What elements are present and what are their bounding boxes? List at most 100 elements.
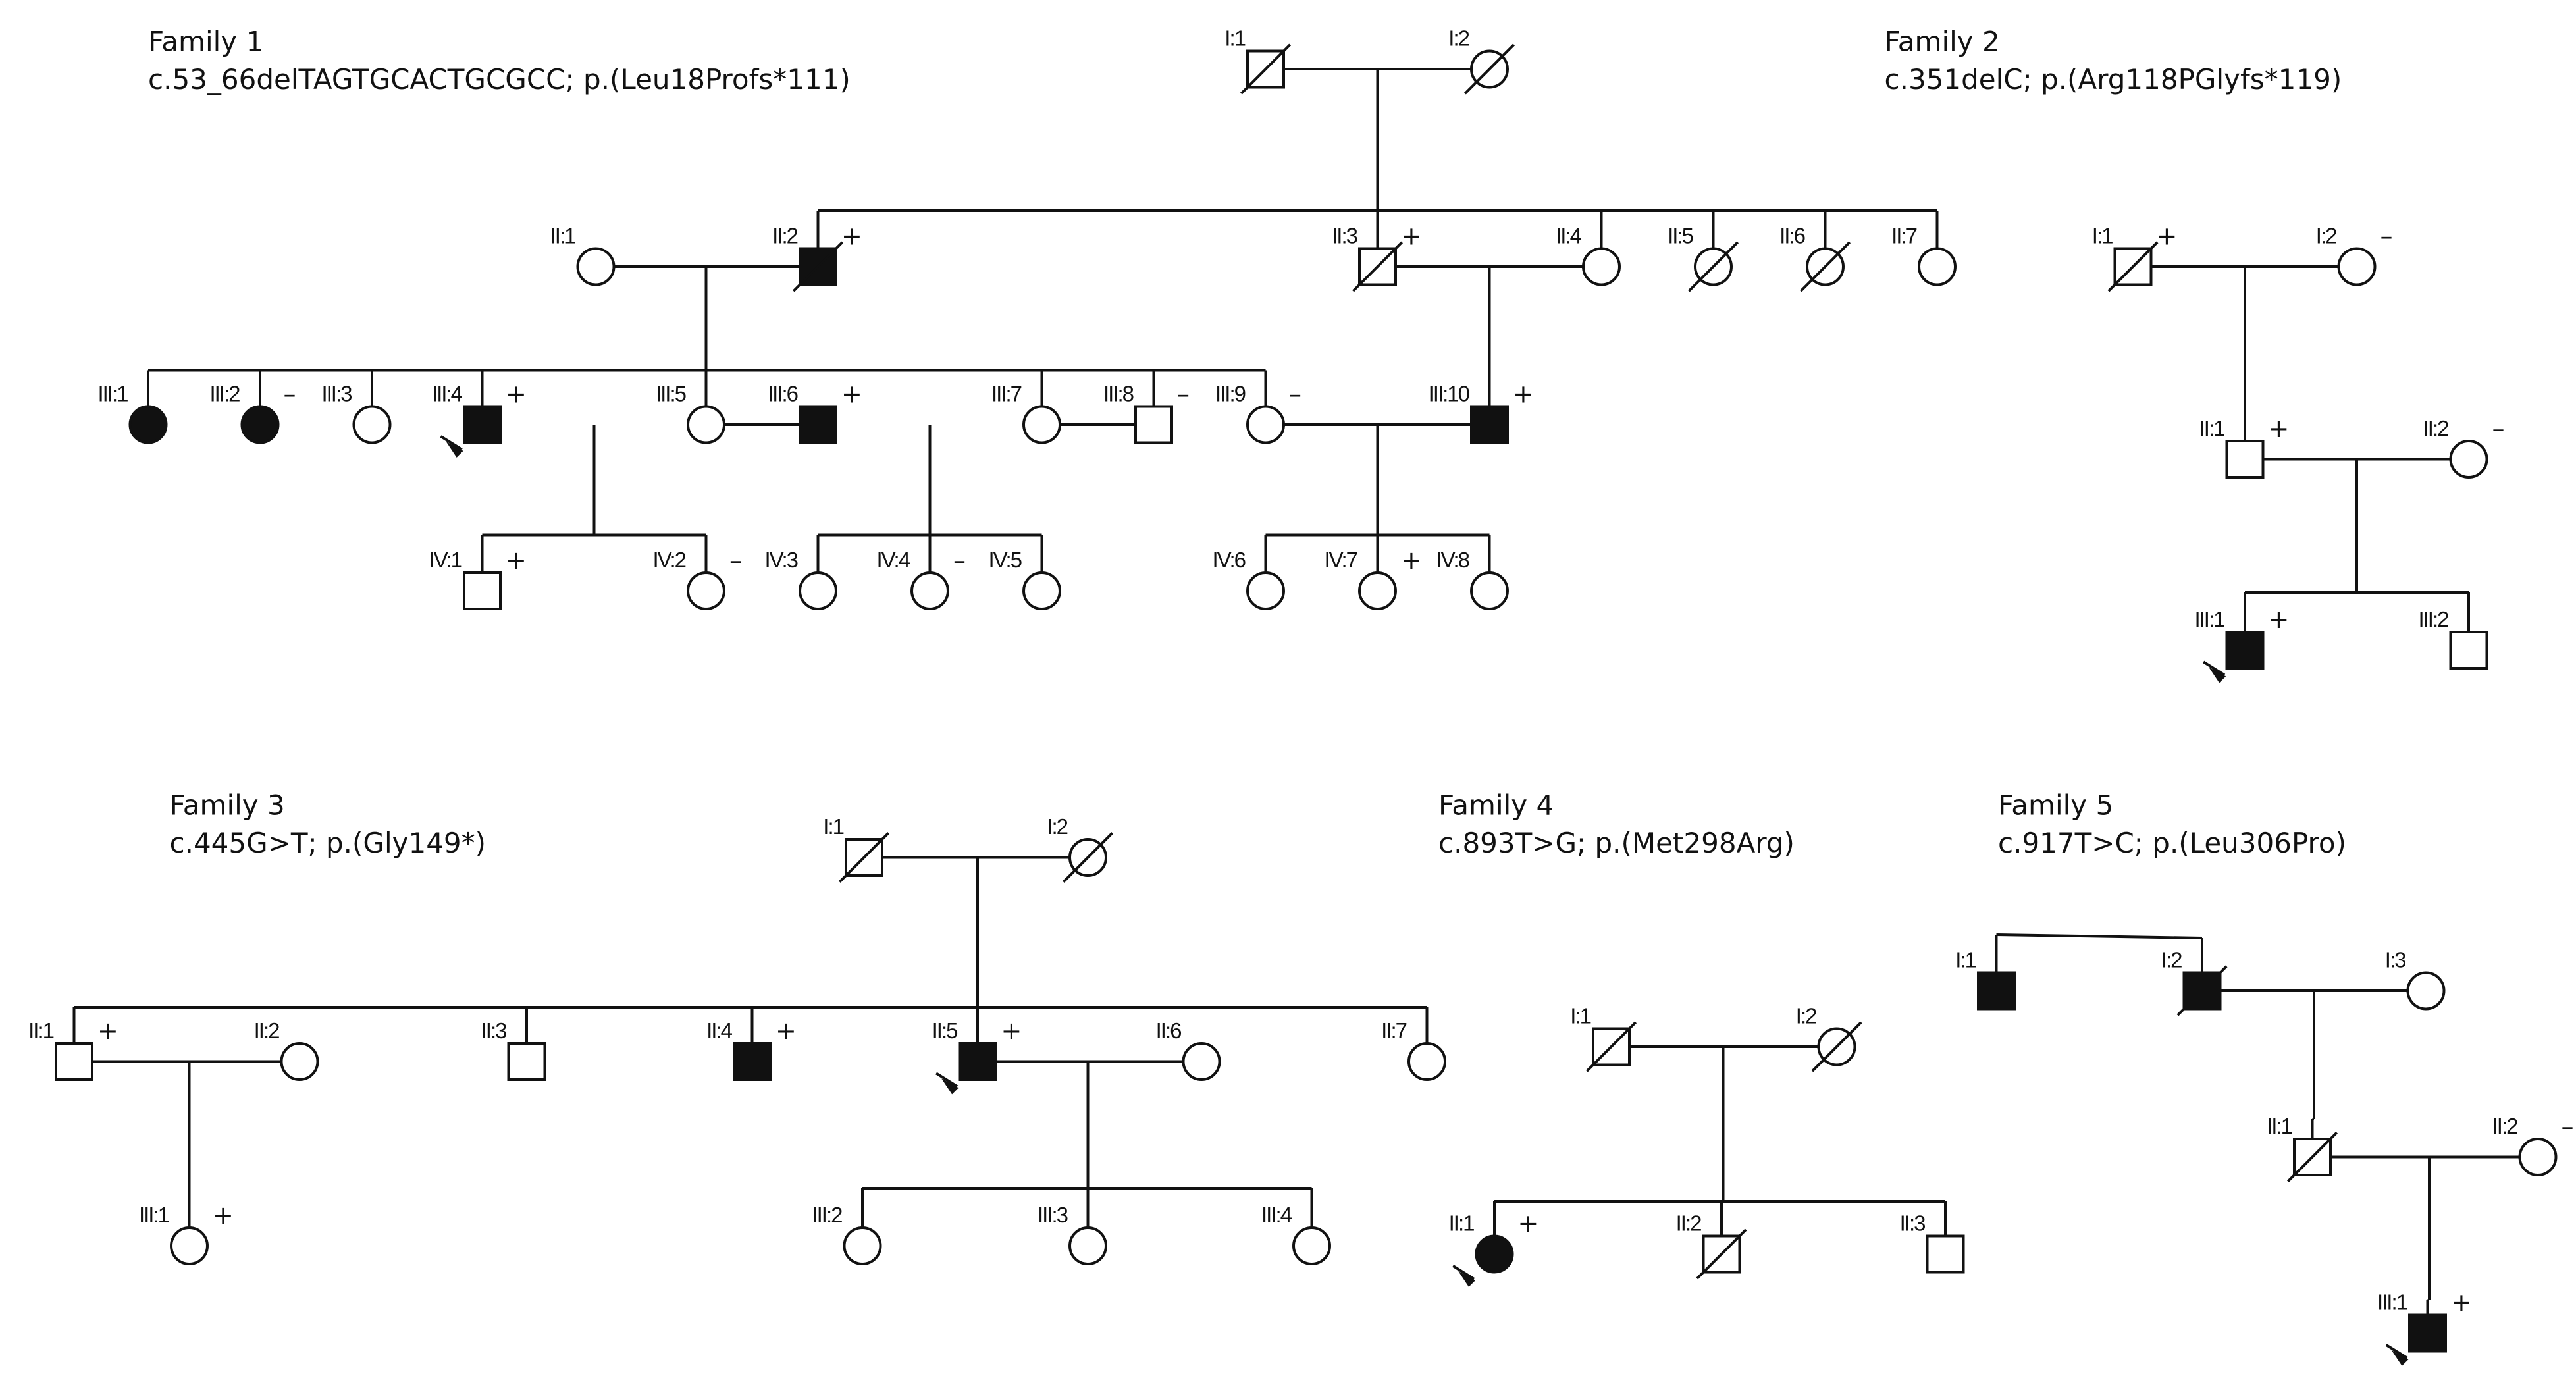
family-1-variant: c.53_66delTAGTGCACTGCGCC; p.(Leu18Profs*…	[148, 63, 851, 95]
genotype-sign: –	[2380, 222, 2393, 251]
individual-id-label: III:6	[768, 382, 798, 406]
deceased-slash	[838, 831, 890, 883]
female-circle-symbol	[1022, 571, 1061, 610]
genotype-sign: –	[2562, 1112, 2574, 1141]
genotype-sign: –	[284, 380, 296, 409]
male-square-symbol	[799, 405, 837, 444]
male-square-symbol	[463, 571, 502, 610]
family-2-individual-iii-1: III:1+	[2194, 605, 2289, 683]
genotype-sign: +	[775, 1016, 797, 1045]
individual-id-label: IV:1	[429, 548, 462, 572]
proband-arrow	[941, 1078, 959, 1095]
female-circle-symbol	[910, 571, 949, 610]
female-circle-symbol	[799, 571, 837, 610]
family-1-individual-iii-3: III:3	[321, 382, 392, 444]
female-circle-symbol	[687, 405, 725, 444]
female-circle-symbol	[1918, 247, 1957, 286]
female-circle-symbol	[2406, 971, 2446, 1011]
individual-id-label: III:4	[1261, 1203, 1292, 1227]
individual-id-label: I:1	[1955, 948, 1976, 972]
deceased-slash	[1811, 1021, 1862, 1072]
individual-id-label: III:1	[139, 1203, 169, 1227]
individual-id-label: II:5	[932, 1018, 958, 1043]
female-circle-symbol	[1068, 1226, 1107, 1265]
individual-id-label: I:1	[2092, 224, 2113, 248]
family-1-individual-iii-8: III:8–	[1103, 380, 1190, 444]
male-square-symbol	[2225, 440, 2265, 479]
individual-id-label: III:8	[1103, 382, 1134, 406]
female-circle-symbol	[843, 1226, 882, 1265]
female-circle-symbol	[2449, 440, 2488, 479]
family-1-individual-i-2: I:2	[1448, 26, 1515, 95]
individual-id-label: II:1	[2199, 416, 2225, 440]
genotype-sign: +	[2157, 222, 2178, 251]
family-5-sibling-link	[1996, 933, 2203, 939]
individual-id-label: III:2	[812, 1203, 842, 1227]
male-square-symbol	[1134, 405, 1173, 444]
female-circle-symbol	[1182, 1042, 1221, 1081]
male-square-symbol	[733, 1042, 772, 1081]
family-1-title: Family 1	[148, 26, 263, 58]
family-3-individual-ii-2: II:2	[254, 1018, 319, 1081]
genotype-sign: +	[506, 546, 527, 575]
family-3-individual-ii-1: II:1+	[28, 1016, 118, 1081]
proband-arrow-shaft	[2385, 1344, 2408, 1359]
individual-id-label: III:7	[991, 382, 1022, 406]
individual-id-label: I:1	[1570, 1004, 1590, 1028]
female-circle-symbol	[128, 405, 168, 444]
family-3-individual-ii-3: II:3	[481, 1018, 546, 1081]
family-1-individual-ii-3: II:3+	[1332, 222, 1422, 292]
family-1-individual-iii-4: III:4+	[432, 380, 527, 458]
family-5-individual-i-3: I:3	[2385, 948, 2446, 1011]
proband-arrow-shaft	[1452, 1265, 1475, 1280]
individual-id-label: I:2	[1448, 26, 1469, 51]
family-2-individual-i-2: I:2–	[2316, 222, 2393, 286]
family-2-individual-ii-2: II:2–	[2423, 414, 2505, 479]
deceased-slash	[1463, 43, 1515, 95]
deceased-slash	[1240, 43, 1292, 95]
genotype-sign: +	[1001, 1016, 1022, 1045]
female-circle-symbol	[280, 1042, 319, 1081]
proband-arrow-shaft	[935, 1072, 959, 1088]
family-5-variant: c.917T>C; p.(Leu306Pro)	[1998, 827, 2346, 859]
deceased-slash	[1352, 241, 1404, 292]
proband-arrow-shaft	[2203, 660, 2226, 677]
female-circle-symbol	[1407, 1042, 1446, 1081]
individual-id-label: II:1	[550, 224, 576, 248]
individual-id-label: I:1	[1224, 26, 1245, 51]
family-3-variant: c.445G>T; p.(Gly149*)	[170, 827, 486, 859]
family-3-individual-ii-6: II:6	[1156, 1018, 1221, 1081]
female-circle-symbol	[240, 405, 280, 444]
family-5-individual-i-2: I:2	[2161, 948, 2228, 1016]
individual-id-label: IV:6	[1213, 548, 1246, 572]
deceased-slash	[2176, 965, 2228, 1016]
individual-id-label: III:3	[321, 382, 352, 406]
proband-arrow	[1458, 1271, 1476, 1287]
family-3-individual-ii-7: II:7	[1381, 1018, 1446, 1081]
female-circle-symbol	[170, 1226, 209, 1265]
female-circle-symbol	[1475, 1234, 1514, 1274]
genotype-sign: +	[213, 1201, 234, 1230]
male-square-symbol	[1977, 971, 2016, 1011]
female-circle-symbol	[687, 571, 725, 610]
deceased-slash	[1062, 831, 1114, 883]
genotype-sign: +	[1401, 546, 1422, 575]
individual-id-label: II:4	[1556, 224, 1582, 248]
family-2-variant: c.351delC; p.(Arg118PGlyfs*119)	[1885, 63, 2342, 95]
family-1-individual-i-1: I:1	[1224, 26, 1292, 95]
genotype-sign: +	[2269, 414, 2290, 443]
family-5-title: Family 5	[1998, 789, 2113, 822]
proband-arrow-shaft	[440, 435, 463, 451]
family-3-individual-iii-1: III:1 +	[139, 1201, 234, 1265]
female-circle-symbol	[1358, 571, 1397, 610]
individual-id-label: III:10	[1429, 382, 1470, 406]
individual-id-label: III:3	[1038, 1203, 1068, 1227]
family-1-individual-ii-7: II:7	[1891, 224, 1957, 286]
genotype-sign: +	[841, 222, 862, 251]
female-circle-symbol	[1292, 1226, 1331, 1265]
genotype-sign: +	[2269, 605, 2290, 634]
male-square-symbol	[55, 1042, 93, 1081]
genotype-sign: –	[953, 546, 966, 575]
individual-id-label: I:2	[1796, 1004, 1816, 1028]
family-2-title: Family 2	[1885, 26, 2000, 58]
